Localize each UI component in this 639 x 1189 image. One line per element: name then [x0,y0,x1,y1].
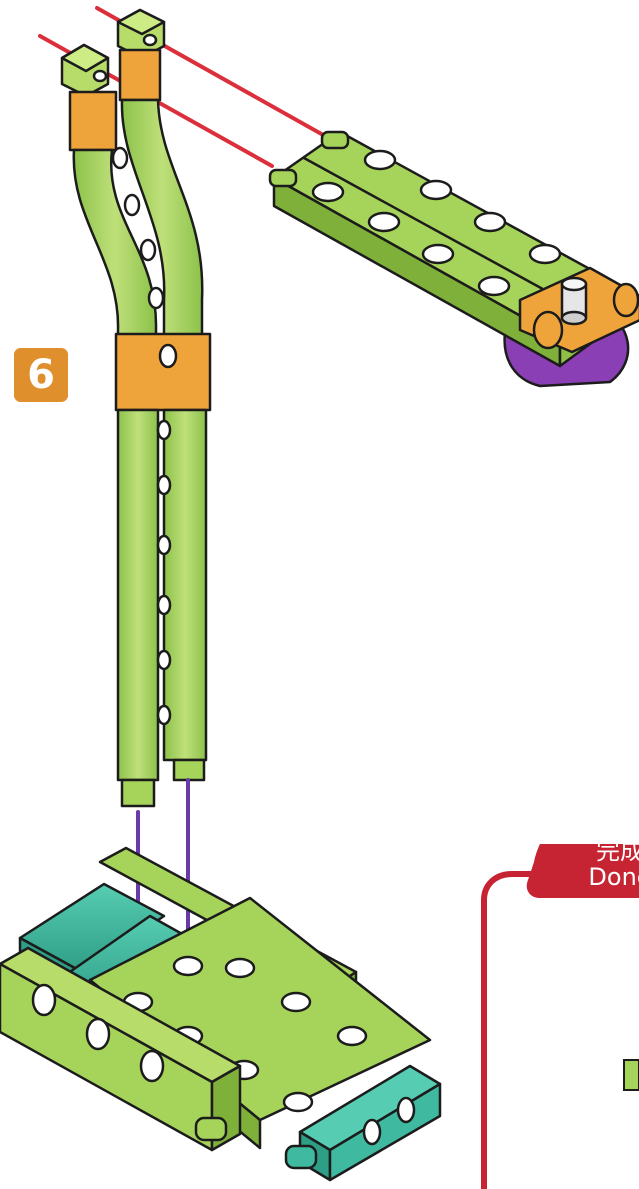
base-assembly [0,846,442,1182]
done-callout [481,844,639,1189]
top-plate-with-wheel [268,130,639,388]
vertical-arm [60,8,212,808]
step-number: 6 [14,348,68,402]
